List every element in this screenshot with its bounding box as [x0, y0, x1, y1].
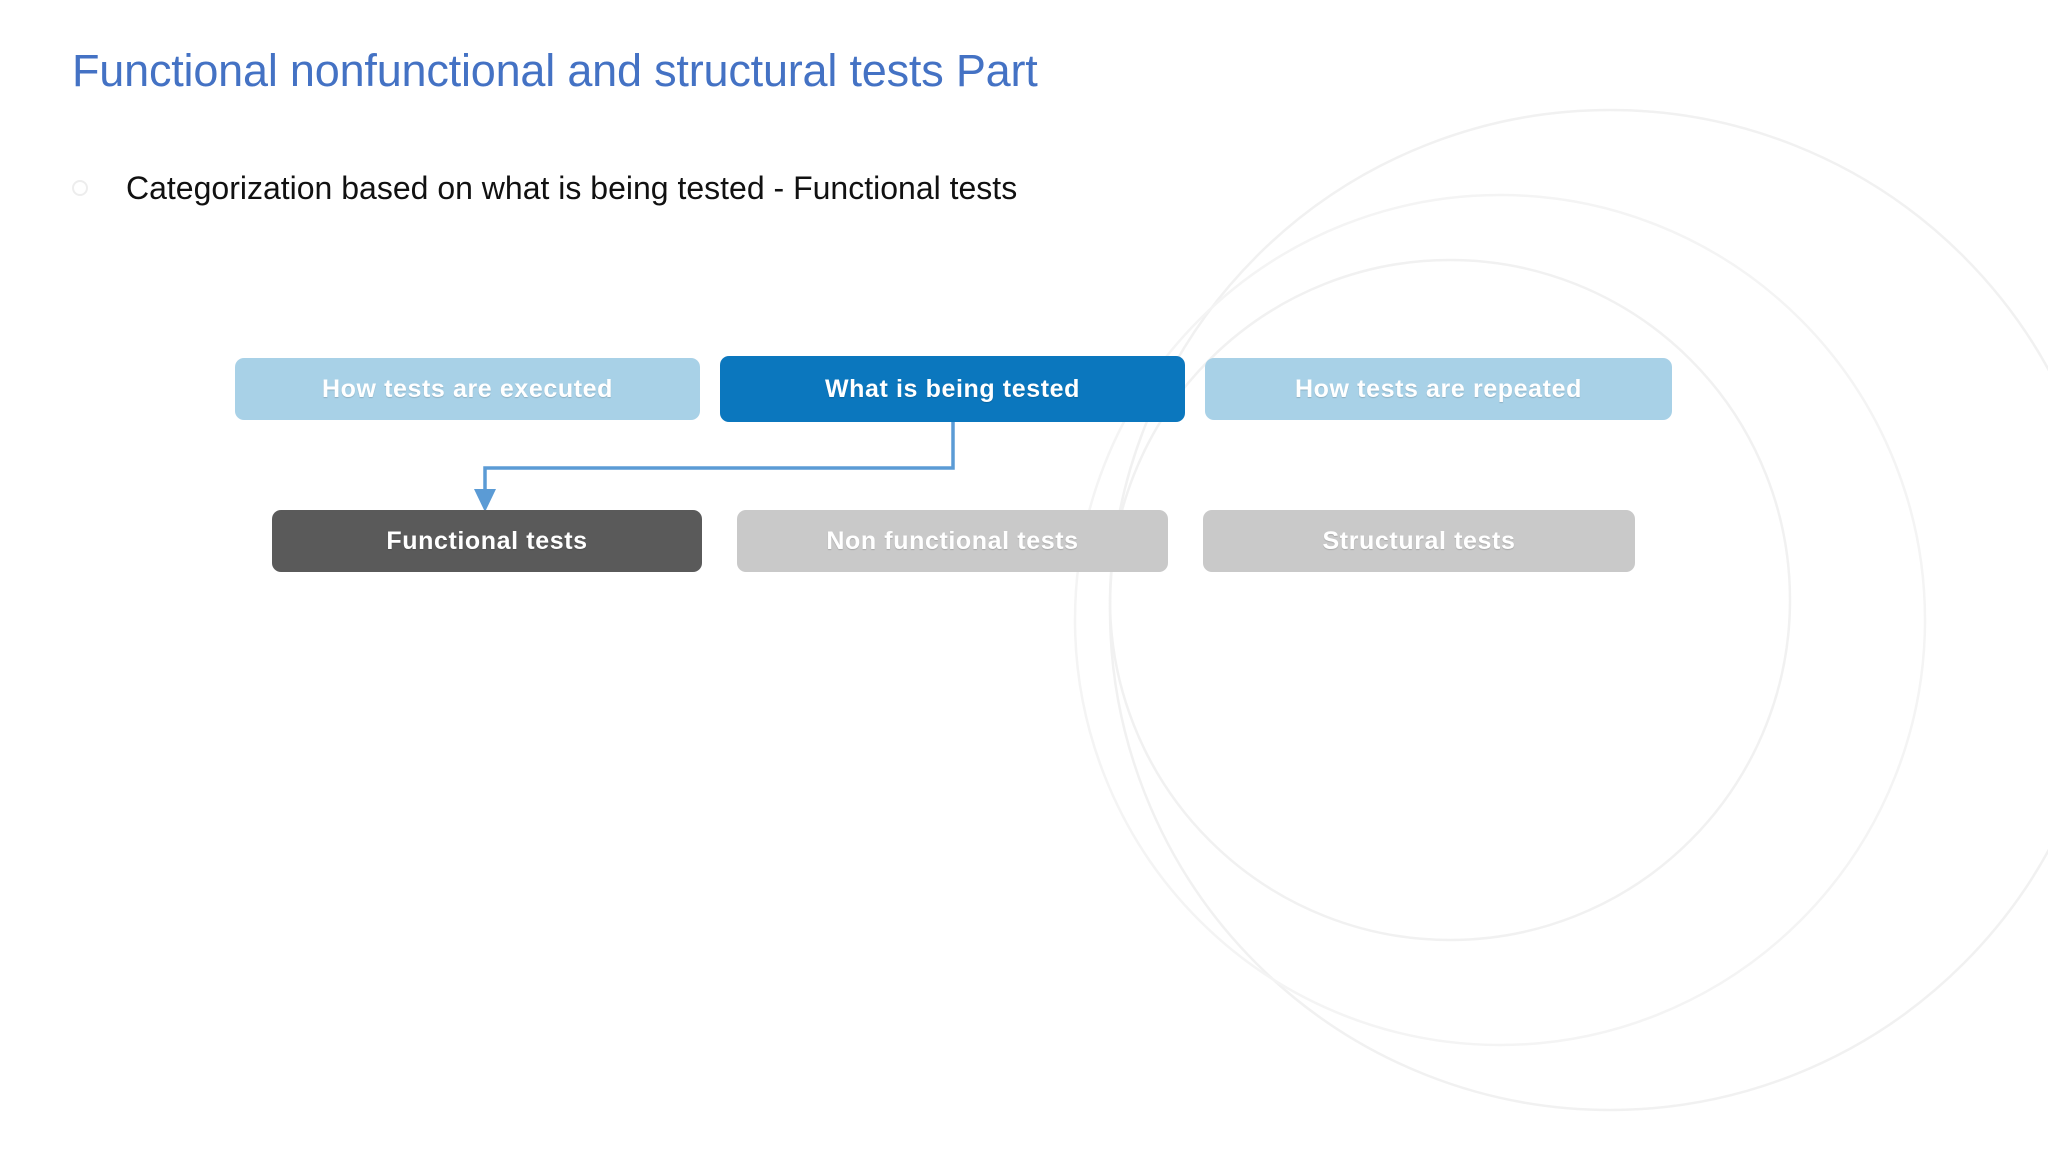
- slide-title: Functional nonfunctional and structural …: [72, 45, 1038, 96]
- diagram-node-how-tests-are-executed[interactable]: How tests are executed: [235, 358, 700, 420]
- bullet-item-label: Categorization based on what is being te…: [126, 170, 1018, 206]
- diagram-node-structural-tests[interactable]: Structural tests: [1203, 510, 1635, 572]
- diagram-node-what-is-being-tested[interactable]: What is being tested: [720, 356, 1185, 422]
- diagram-node-functional-tests[interactable]: Functional tests: [272, 510, 702, 572]
- diagram-node-how-tests-are-repeated[interactable]: How tests are repeated: [1205, 358, 1672, 420]
- diagram-node-non-functional-tests[interactable]: Non functional tests: [737, 510, 1168, 572]
- bullet-list-item: Categorization based on what is being te…: [72, 172, 1017, 204]
- hollow-circle-bullet-icon: [72, 180, 88, 196]
